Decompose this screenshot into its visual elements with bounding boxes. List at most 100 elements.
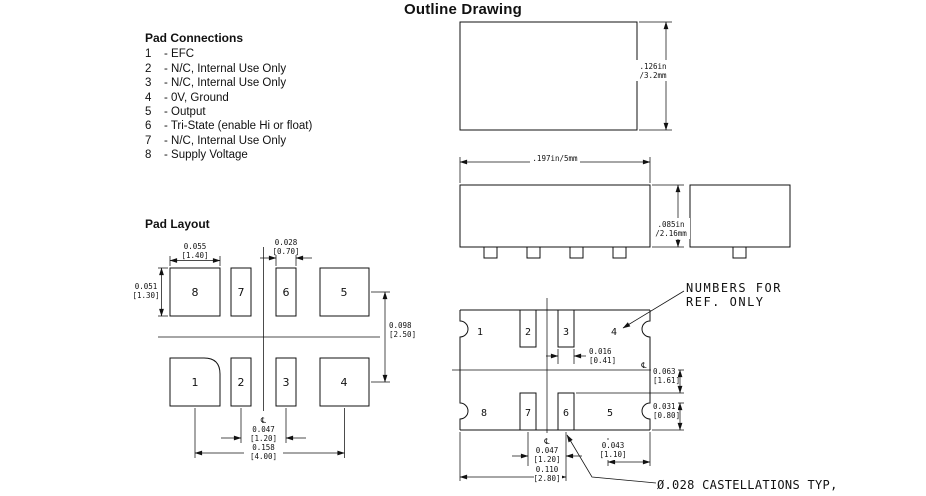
pad-2-shape [519, 309, 537, 348]
dim-pad-length-in: 0.031 [653, 402, 676, 411]
centerline-symbol: ℄ [641, 361, 647, 370]
pad-connections-heading: Pad Connections [145, 31, 244, 45]
pad-numbers: 1 2 3 4 8 7 6 5 [477, 327, 617, 419]
side-view-outline [689, 184, 791, 259]
dimension-labels: .126in /3.2mm [639, 62, 667, 80]
centerline-symbol: ℄ [261, 416, 267, 425]
pad-description: - 0V, Ground [164, 91, 229, 104]
label-mask [599, 440, 628, 460]
bottom-view-drawing: 1 2 3 4 8 7 6 5 0.016 [0.41] ℄ 0.063 [1.… [452, 281, 838, 492]
pad-number: 8 [145, 149, 152, 162]
pad-numbers: 8 7 6 5 1 2 3 4 [192, 286, 348, 389]
pad-connection-item: 2 - N/C, Internal Use Only [145, 62, 312, 76]
dim-pad-pitch-mm: [1.20] [533, 455, 560, 464]
dim-pad-pitch-in: 0.047 [252, 425, 275, 434]
pad-4-number: 4 [341, 376, 348, 389]
pad-connection-item: 7 - N/C, Internal Use Only [145, 134, 312, 148]
pad-connection-item: 3 - N/C, Internal Use Only [145, 76, 312, 90]
dimension-labels: 0.016 [0.41] ℄ 0.063 [1.61] 0.031 [0.80]… [533, 347, 680, 483]
dim-pad-height-in: 0.051 [135, 282, 158, 291]
label-mask [651, 401, 678, 420]
pad-connections-list: Pad Connections 1 - EFC 2 - N/C, Interna… [145, 31, 312, 163]
pad-description: - Supply Voltage [164, 149, 248, 162]
dimension-labels: .197in/5mm .085in /2.16mm [532, 154, 687, 238]
bottom-pad [732, 246, 747, 259]
dim-pad-pitch-in: 0.047 [536, 446, 559, 455]
dim-body-height-in: .126in [639, 62, 666, 71]
pad-connection-item: 1 - EFC [145, 47, 312, 61]
pad-number: 7 [145, 134, 152, 147]
top-view-drawing: .126in /3.2mm [459, 21, 672, 131]
dim-corner-mm: [1.10] [599, 450, 626, 459]
label-mask [651, 366, 678, 385]
pad-6-shape [557, 392, 575, 431]
pad-number: 1 [145, 48, 152, 61]
centerlines [158, 247, 380, 411]
pad-8-number: 8 [481, 408, 487, 419]
pad-description: - N/C, Internal Use Only [164, 77, 287, 90]
label-mask [635, 60, 672, 81]
pad-2-shape [230, 357, 252, 407]
dim-center-to-pad-in: 0.063 [653, 367, 676, 376]
pad-connection-item: 6 - Tri-State (enable Hi or float) [145, 119, 312, 133]
page-title: Outline Drawing [403, 1, 522, 18]
dim-corner-in: 0.043 [602, 441, 625, 450]
package-top-outline [459, 21, 638, 131]
bottom-pad [526, 246, 541, 259]
dim-outer-span-in: 0.158 [252, 443, 275, 452]
pad-4-number: 4 [611, 327, 617, 338]
pad-3-number: 3 [563, 327, 569, 338]
pad-6-number: 6 [563, 408, 569, 419]
pad-connection-item: 8 - Supply Voltage [145, 148, 312, 162]
dim-pad-pitch-mm: [1.20] [250, 434, 277, 443]
pad-connection-item: 5 - Output [145, 105, 312, 119]
front-view-outline [459, 184, 651, 259]
dim-pad-length-mm: [0.80] [653, 411, 680, 420]
note-castellations: Ø.028 CASTELLATIONS TYP, [657, 478, 838, 492]
pad-number: 5 [145, 106, 152, 119]
pad-layout-drawing: 8 7 6 5 1 2 3 4 0.055 [1.40] 0.028 [0.70… [132, 238, 416, 461]
label-mask [534, 464, 562, 483]
pad-6-number: 6 [283, 286, 290, 299]
pad-description: - N/C, Internal Use Only [164, 134, 287, 147]
dim-body-width: .197in/5mm [532, 154, 578, 163]
centerlines [452, 298, 684, 433]
pad-3-shape [557, 309, 575, 348]
dim-center-to-pad-mm: [1.61] [653, 376, 680, 385]
dim-span-in: 0.110 [536, 465, 559, 474]
dim-outer-span-mm: [4.00] [250, 452, 277, 461]
pad-number: 6 [145, 120, 152, 133]
pad-2-number: 2 [525, 327, 531, 338]
pad-7-number: 7 [525, 408, 531, 419]
bottom-pad [569, 246, 584, 259]
pad-description: - Tri-State (enable Hi or float) [164, 120, 313, 133]
notes: NUMBERS FOR REF. ONLY Ø.028 CASTELLATION… [657, 281, 838, 492]
pad-description: - Output [164, 106, 206, 119]
dim-row-pitch-mm: [2.50] [389, 330, 416, 339]
leader-lines [566, 290, 685, 484]
pad-8-number: 8 [192, 286, 199, 299]
dim-pad-width-in: 0.016 [589, 347, 612, 356]
pad-1-number: 1 [477, 327, 483, 338]
pad-7-number: 7 [238, 286, 245, 299]
pad-7-shape [519, 392, 537, 431]
note-numbers-line2: REF. ONLY [686, 295, 765, 309]
dim-pad-width-large-in: 0.055 [184, 242, 207, 251]
pad-1-number: 1 [192, 376, 199, 389]
pad-1-shape [169, 357, 221, 407]
dim-span-mm: [2.80] [533, 474, 560, 483]
bottom-pad [612, 246, 627, 259]
label-mask [244, 442, 283, 461]
dim-body-thickness-in: .085in [657, 220, 684, 229]
dim-pad-width-small-mm: [0.70] [272, 247, 299, 256]
pad-number: 2 [145, 62, 152, 75]
pad-5-number: 5 [607, 408, 613, 419]
pad-layout-heading: Pad Layout [145, 217, 210, 231]
dimension-lines [459, 349, 684, 481]
dim-pad-width-large-mm: [1.40] [181, 251, 208, 260]
pad-2-number: 2 [238, 376, 245, 389]
pad-3-shape [275, 357, 297, 407]
bottom-pad [483, 246, 498, 259]
pad-description: - EFC [164, 48, 195, 61]
